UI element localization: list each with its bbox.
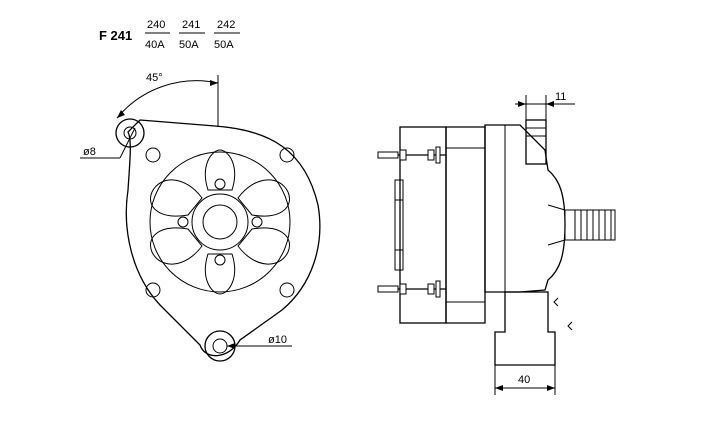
front-view: 45° ø8 ø10 xyxy=(80,72,321,362)
variant-code: 242 xyxy=(217,19,235,31)
rear-cap xyxy=(394,179,404,271)
bottom-mounting-foot xyxy=(494,291,556,366)
pulley-shaft xyxy=(564,209,616,241)
hub-bolt xyxy=(177,216,189,228)
arrowhead xyxy=(227,343,235,349)
stator-body xyxy=(445,126,486,324)
angle-label: 45° xyxy=(146,72,163,84)
angle-arc xyxy=(116,80,219,119)
side-view: 11 40 xyxy=(377,91,616,395)
hub-outer xyxy=(191,193,249,251)
fan-ring xyxy=(149,151,291,293)
shaft-thread xyxy=(574,210,612,240)
arrowhead xyxy=(210,80,218,86)
marker-arrow xyxy=(567,321,573,331)
variant-rating: 40A xyxy=(145,39,165,51)
variant-code: 241 xyxy=(182,19,200,31)
corner-screw xyxy=(279,147,295,163)
hub-bolt xyxy=(251,216,263,228)
top-dimension-label: 11 xyxy=(555,91,566,103)
top-mounting-lug xyxy=(525,119,547,165)
lower-mounting-hole xyxy=(212,338,228,354)
front-housing xyxy=(484,124,566,293)
variant-rating: 50A xyxy=(214,39,234,51)
upper-mounting-ear xyxy=(115,118,145,148)
upper-hole-diameter: ø8 xyxy=(83,146,96,158)
housing-outline xyxy=(125,119,321,357)
hub-inner xyxy=(202,204,238,240)
model-name: F 241 xyxy=(99,28,132,43)
leader-line xyxy=(119,127,136,159)
variant-code: 240 xyxy=(147,19,165,31)
corner-screw xyxy=(145,282,161,298)
arrowhead xyxy=(117,110,125,118)
hub-bolt xyxy=(214,178,226,190)
title-block: F 241 240 40A 241 50A 242 50A xyxy=(99,19,240,51)
bottom-dimension-label: 40 xyxy=(518,374,530,386)
lower-hole-diameter: ø10 xyxy=(268,334,287,346)
variant-rating: 50A xyxy=(179,39,199,51)
terminal-stud-lower xyxy=(377,280,446,298)
corner-screw xyxy=(145,147,161,163)
hub-bolt xyxy=(214,254,226,266)
corner-screw xyxy=(279,282,295,298)
marker-arrow xyxy=(553,297,559,307)
terminal-stud-upper xyxy=(377,146,446,164)
fan-blades xyxy=(150,149,290,295)
